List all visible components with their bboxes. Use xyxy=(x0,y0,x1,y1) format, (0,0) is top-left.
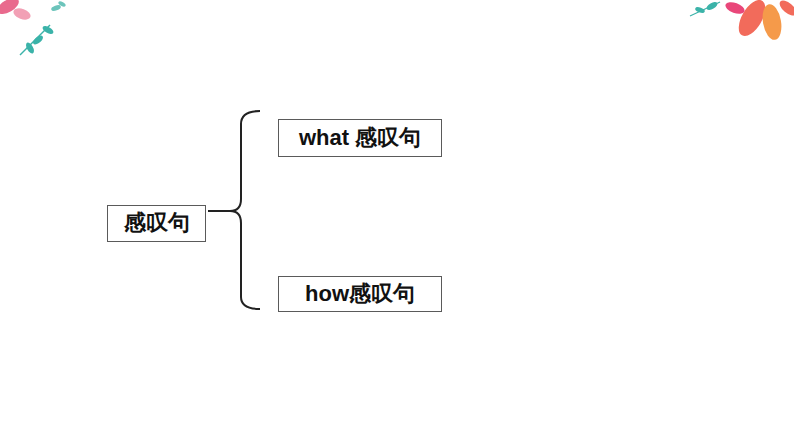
leaf-decoration xyxy=(0,0,66,55)
leaf-decoration xyxy=(690,0,794,41)
branch-box: what 感叹句 xyxy=(278,119,442,157)
root-box: 感叹句 xyxy=(107,205,206,242)
box-label: what 感叹句 xyxy=(299,125,421,151)
branch-box: how感叹句 xyxy=(278,276,442,312)
brace-bracket xyxy=(208,111,260,309)
box-label: 感叹句 xyxy=(124,210,190,236)
box-label: how感叹句 xyxy=(305,281,415,307)
